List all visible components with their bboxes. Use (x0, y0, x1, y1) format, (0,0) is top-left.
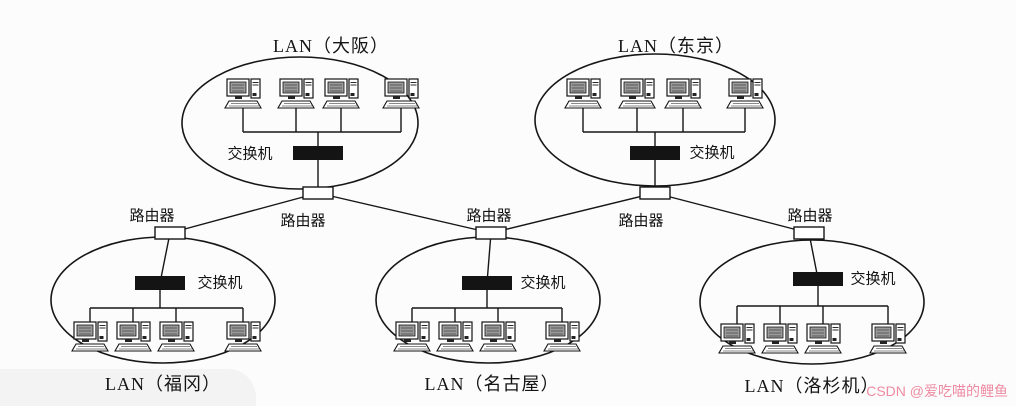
switch-los-angeles (793, 272, 843, 286)
computer-icon (224, 321, 262, 352)
computer-icon (869, 323, 907, 354)
router-below-osaka (302, 186, 334, 200)
computer-icon (114, 321, 152, 352)
router-label-below-osaka: 路由器 (280, 213, 326, 230)
switch-fukuoka (135, 276, 185, 290)
computer-icon (157, 321, 195, 352)
computer-icon (277, 78, 315, 109)
router-below-tokyo (639, 186, 671, 200)
computer-icon (479, 321, 517, 352)
switch-label-tokyo: 交换机 (689, 145, 735, 162)
computer-icon (382, 78, 420, 109)
computer-icon (726, 78, 764, 109)
router-left (154, 226, 186, 240)
switch-tokyo (630, 146, 680, 160)
computer-icon (224, 78, 262, 109)
computer-icon (664, 78, 702, 109)
router-right (793, 226, 825, 240)
router-label-below-tokyo: 路由器 (618, 213, 664, 230)
lan-ellipse-osaka (181, 56, 419, 190)
switch-label-los-angeles: 交换机 (850, 271, 896, 288)
switch-label-fukuoka: 交换机 (197, 275, 243, 292)
switch-nagoya (462, 276, 512, 290)
router-label-right: 路由器 (787, 208, 833, 225)
computer-icon (618, 78, 656, 109)
router-label-left: 路由器 (129, 208, 175, 225)
watermark: CSDN @爱吃喵的鲤鱼 (866, 383, 1008, 399)
computer-icon (718, 323, 756, 354)
computer-icon (322, 78, 360, 109)
computer-icon (564, 78, 602, 109)
switch-osaka (293, 146, 343, 160)
computer-icon (436, 321, 474, 352)
lan-label-los-angeles: LAN（洛杉机） (744, 376, 880, 396)
routers (154, 186, 825, 240)
switch-label-nagoya: 交换机 (520, 275, 566, 292)
computer-icon (71, 321, 109, 352)
computer-icon (393, 321, 431, 352)
computer-icon (761, 323, 799, 354)
lan-label-fukuoka: LAN（福冈） (105, 374, 221, 394)
scan-artifact (0, 369, 256, 406)
switches (135, 146, 843, 290)
switch-label-osaka: 交换机 (227, 146, 273, 163)
lan-label-osaka: LAN（大阪） (273, 36, 389, 56)
network-links (89, 108, 889, 324)
computer-icon (543, 321, 581, 352)
router-center (475, 226, 507, 240)
router-label-center: 路由器 (466, 208, 512, 225)
lan-label-tokyo: LAN（东京） (618, 36, 734, 56)
computer-icon (804, 323, 842, 354)
lan-ellipse-los-angeles (699, 239, 925, 365)
lan-label-nagoya: LAN（名古屋） (424, 374, 560, 394)
